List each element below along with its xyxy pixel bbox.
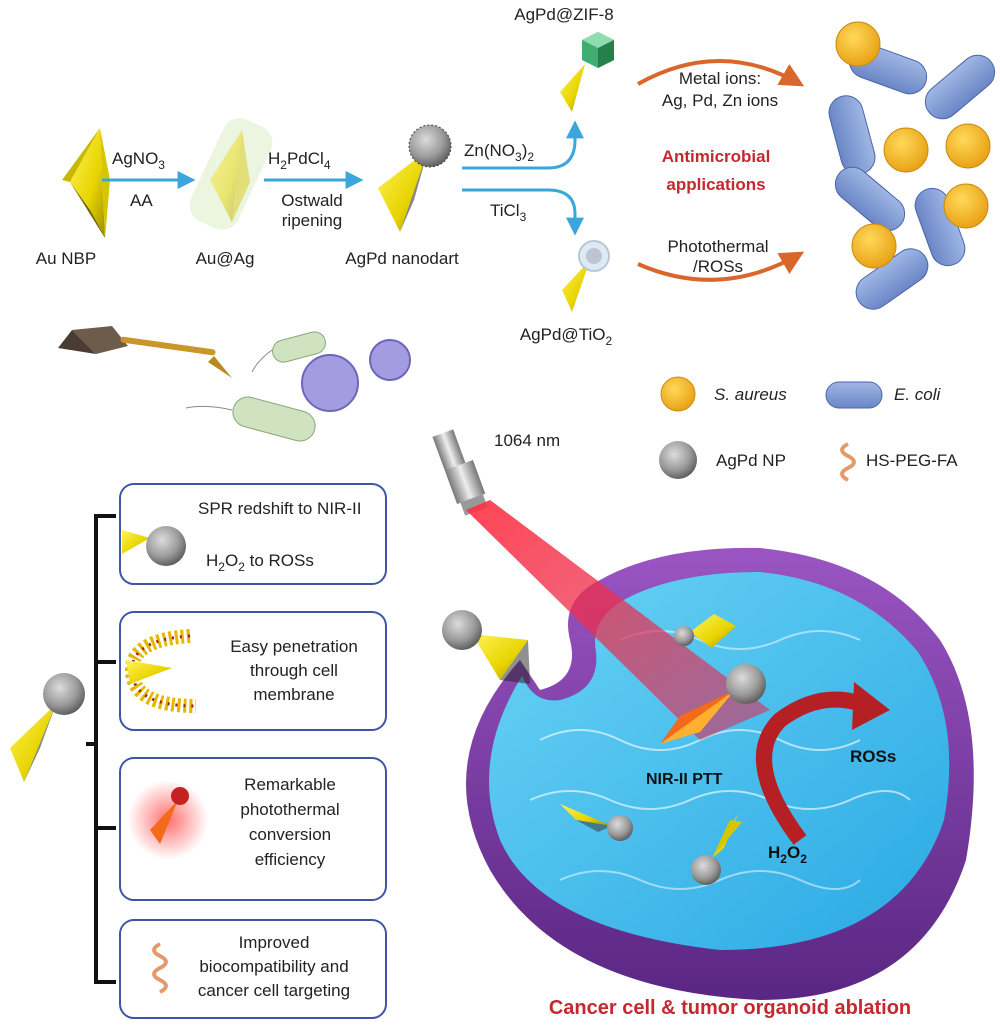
ross-label: ROSs	[850, 747, 896, 766]
peg-icon	[152, 942, 168, 994]
photothermal-arrow	[637, 251, 805, 282]
nir-ptt-label: NIR-II PTT	[646, 771, 723, 788]
s-aureus-ball	[851, 223, 897, 269]
legend-peg-icon	[840, 442, 856, 482]
legend-s-aureus-label: S. aureus	[714, 385, 787, 404]
legend-e-coli-label: E. coli	[894, 385, 942, 404]
feature-1-line1: SPR redshift to NIR-II	[198, 499, 361, 518]
tio2-label: AgPd@TiO2	[520, 325, 613, 348]
feature-2-line2: through cell	[250, 661, 338, 680]
laser-beam	[466, 500, 770, 740]
legend-peg-label: HS-PEG-FA	[866, 451, 958, 470]
antimicrobial-line1: Antimicrobial	[662, 147, 771, 166]
zn-label: Zn(NO3)2	[464, 141, 534, 164]
feature-1-icon	[122, 526, 186, 566]
membrane-icon	[125, 629, 197, 713]
s-aureus-ball	[835, 21, 881, 67]
dish-nanodart-small	[560, 804, 633, 841]
aa-label: AA	[130, 191, 153, 210]
dish-nanodart-small	[674, 614, 736, 648]
feature-3-line4: efficiency	[255, 850, 326, 869]
au-ag-icon	[189, 118, 273, 230]
laser-wavelength-label: 1064 nm	[494, 431, 560, 450]
floating-nanodart-icon	[442, 610, 530, 684]
legend-e-coli-icon	[825, 381, 883, 409]
ros-arrow	[756, 691, 865, 845]
h2pdcl4-label: H2PdCl4	[268, 149, 331, 172]
au-nbp-icon	[62, 128, 110, 238]
feature-4-line2: biocompatibility and	[199, 957, 348, 976]
agpd-nanodart-label: AgPd nanodart	[345, 249, 459, 268]
feature-2-line3: membrane	[253, 685, 334, 704]
dish-caption: Cancer cell & tumor organoid ablation	[549, 997, 911, 1019]
dish-nanodart-main	[660, 664, 766, 744]
left-nanodart-icon	[10, 673, 85, 782]
agpd-nanodart-icon	[378, 124, 452, 232]
ros-arrow-head	[852, 682, 890, 730]
feature-2-line1: Easy penetration	[230, 637, 358, 656]
h2o2-dish-label: H2O2	[768, 843, 807, 866]
feature-box-1	[119, 483, 387, 585]
au-nbp-label: Au NBP	[36, 249, 96, 268]
feature-3-line3: conversion	[249, 825, 331, 844]
legend-agpd-np-label: AgPd NP	[716, 451, 786, 470]
feature-bracket	[86, 514, 116, 984]
e-coli-rod	[834, 166, 906, 232]
feature-3-line1: Remarkable	[244, 775, 336, 794]
metal-ions-line2: Ag, Pd, Zn ions	[662, 91, 778, 110]
photothermal-glow-icon	[128, 780, 208, 860]
au-ag-label: Au@Ag	[196, 249, 255, 268]
bacterium-large-icon	[185, 396, 316, 442]
photothermal-line2: /ROSs	[693, 257, 743, 276]
virus-cell-icon	[301, 339, 411, 412]
s-aureus-ball	[945, 123, 991, 169]
ostwald-label: Ostwald	[281, 191, 342, 210]
dish-nanodart-small	[691, 814, 742, 885]
photothermal-line1: Photothermal	[667, 237, 768, 256]
feature-4-line1: Improved	[239, 933, 310, 952]
s-aureus-ball	[943, 183, 989, 229]
legend-agpd-np-icon	[659, 441, 697, 479]
feature-4-line3: cancer cell targeting	[198, 981, 350, 1000]
metal-ions-line1: Metal ions:	[679, 69, 761, 88]
antimicrobial-line2: applications	[666, 175, 765, 194]
e-coli-rod	[828, 95, 876, 175]
zif-label: AgPd@ZIF-8	[514, 5, 613, 24]
legend-s-aureus-icon	[660, 376, 696, 412]
feature-box-4	[119, 919, 387, 1019]
ripening-label: ripening	[282, 211, 343, 230]
feature-3-line2: photothermal	[240, 800, 339, 819]
ticl3-label: TiCl3	[490, 201, 527, 224]
bacteria-cluster	[828, 21, 996, 310]
agpd-zif-icon	[560, 32, 614, 112]
petri-dish	[466, 547, 974, 1000]
dart-icon	[58, 326, 232, 378]
laser-device-icon	[432, 429, 488, 516]
bacterium-small-icon	[251, 331, 326, 373]
agpd-tio2-icon	[562, 240, 610, 312]
branch-arrow-down	[462, 188, 584, 236]
e-coli-rod	[924, 54, 996, 120]
feature-1-line2: H2O2 to ROSs	[206, 551, 314, 574]
s-aureus-ball	[883, 127, 929, 173]
metal-ions-arrow	[637, 59, 805, 87]
agno3-label: AgNO3	[112, 149, 165, 172]
branch-arrow-up	[462, 120, 584, 170]
